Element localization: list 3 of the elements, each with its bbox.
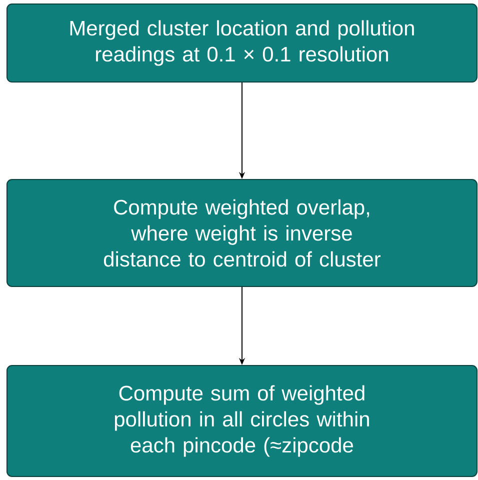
process-box: Compute sum of weighted pollution in all circles within each pincode (≈zipcode: [6, 365, 478, 477]
process-box: Merged cluster location and pollution readings at 0.1 × 0.1 resolution: [6, 4, 478, 82]
process-box: Compute weighted overlap, where weight is inverse distance to centroid of cluster: [6, 179, 478, 287]
